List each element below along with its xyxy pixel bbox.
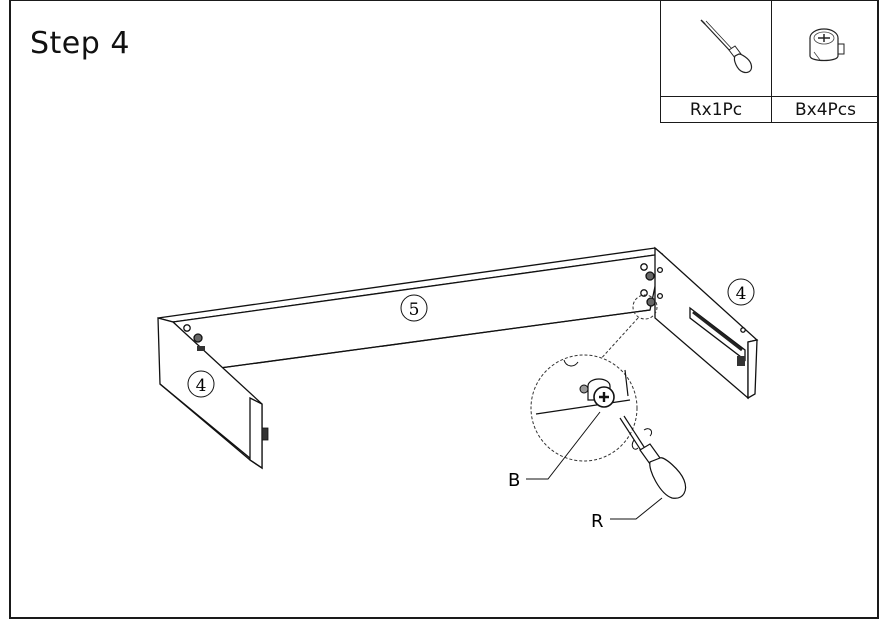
panel-label-right: 4 — [727, 278, 755, 306]
page-frame — [9, 0, 879, 619]
panel-label-back: 5 — [400, 294, 428, 322]
part-cell-screwdriver: Rx1Pc — [661, 0, 772, 122]
screwdriver-icon — [700, 19, 753, 74]
step-title: Step 4 — [30, 26, 130, 61]
part-caption-screwdriver: Rx1Pc — [689, 100, 743, 120]
right-side-panel — [640, 246, 759, 400]
panel-number-right: 4 — [736, 284, 747, 304]
cam-lock-fitting-icon — [809, 28, 845, 62]
callout-label-fitting: B — [508, 470, 520, 491]
panel-number-left: 4 — [196, 376, 207, 396]
part-cell-cam-lock: Bx4Pcs — [772, 0, 879, 122]
panel-label-left: 4 — [187, 370, 215, 398]
callout-label-tool: R — [591, 511, 604, 532]
panel-number-back: 5 — [409, 300, 420, 320]
parts-table: Rx1Pc Bx4Pcs — [660, 0, 879, 123]
screwdriver-tool — [619, 415, 687, 499]
detail-callout — [530, 294, 658, 462]
label-leaders — [526, 411, 663, 520]
part-caption-cam-lock: Bx4Pcs — [795, 100, 856, 120]
cam-lock-detail-icon — [579, 378, 615, 408]
